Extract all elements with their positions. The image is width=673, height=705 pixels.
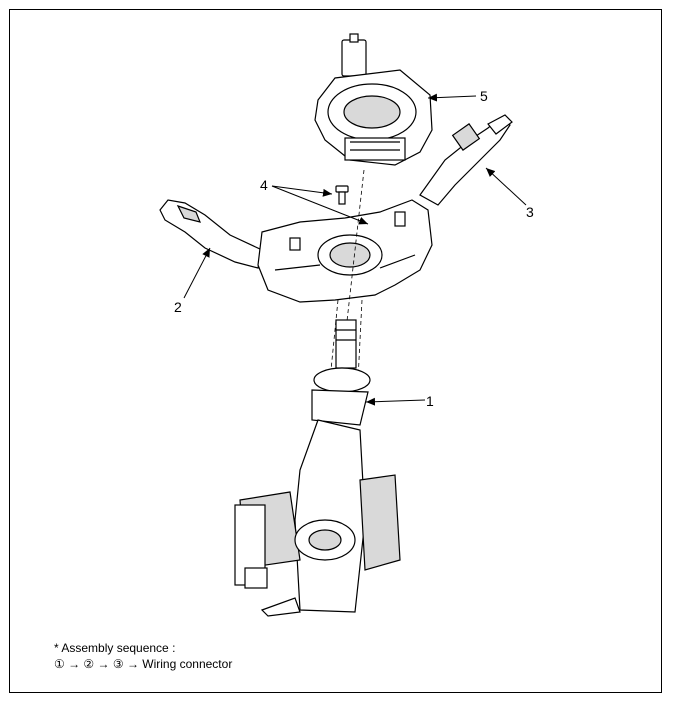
screw xyxy=(335,185,349,205)
multifunction-switch-body xyxy=(257,199,433,303)
assembly-note-sequence: ① → ② → ③ → Wiring connector xyxy=(54,657,233,671)
assembly-centerline xyxy=(345,169,365,331)
clock-spring xyxy=(314,33,433,166)
steering-column xyxy=(234,319,401,617)
light-switch-lever xyxy=(159,199,263,269)
callout-1: 1 xyxy=(426,393,434,409)
assembly-note-title: * Assembly sequence : xyxy=(54,641,176,655)
callout-2: 2 xyxy=(174,299,182,315)
wiper-switch-lever xyxy=(419,114,513,206)
callout-3: 3 xyxy=(526,204,534,220)
callout-5: 5 xyxy=(480,88,488,104)
leader-lines xyxy=(183,93,527,406)
callout-4: 4 xyxy=(260,177,268,193)
assembly-note: * Assembly sequence : ① → ② → ③ → Wiring… xyxy=(54,640,232,672)
